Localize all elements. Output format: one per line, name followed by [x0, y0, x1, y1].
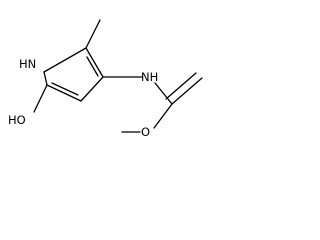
structure-canvas: HN HO NH O [0, 0, 219, 151]
bond-methyl [85, 19, 101, 49]
bond-c4-c5-inner [51, 82, 79, 96]
bond-n1-c2 [43, 47, 87, 73]
bond-c3-c4 [80, 76, 104, 102]
atom-label-ester-oxygen: O [141, 125, 150, 139]
bond-nh-carbonyl [154, 82, 173, 105]
bond-c2-c3 [85, 47, 104, 78]
molecule-structure: HN HO NH O [8, 19, 203, 139]
bond-carbonyl-o-double [165, 72, 197, 100]
bond-c5-oh [33, 84, 48, 113]
bond-n1-c5 [43, 71, 48, 86]
atom-label-amide-nh: NH [141, 70, 158, 84]
bond-carbonyl-o [171, 77, 203, 105]
bond-carbonyl-ester [153, 103, 173, 129]
atom-label-hydroxyl: HO [8, 113, 26, 127]
atom-label-ring-nh: HN [19, 57, 36, 71]
bond-c4-c5 [46, 84, 82, 102]
bond-c2-c3-inner [86, 56, 99, 77]
